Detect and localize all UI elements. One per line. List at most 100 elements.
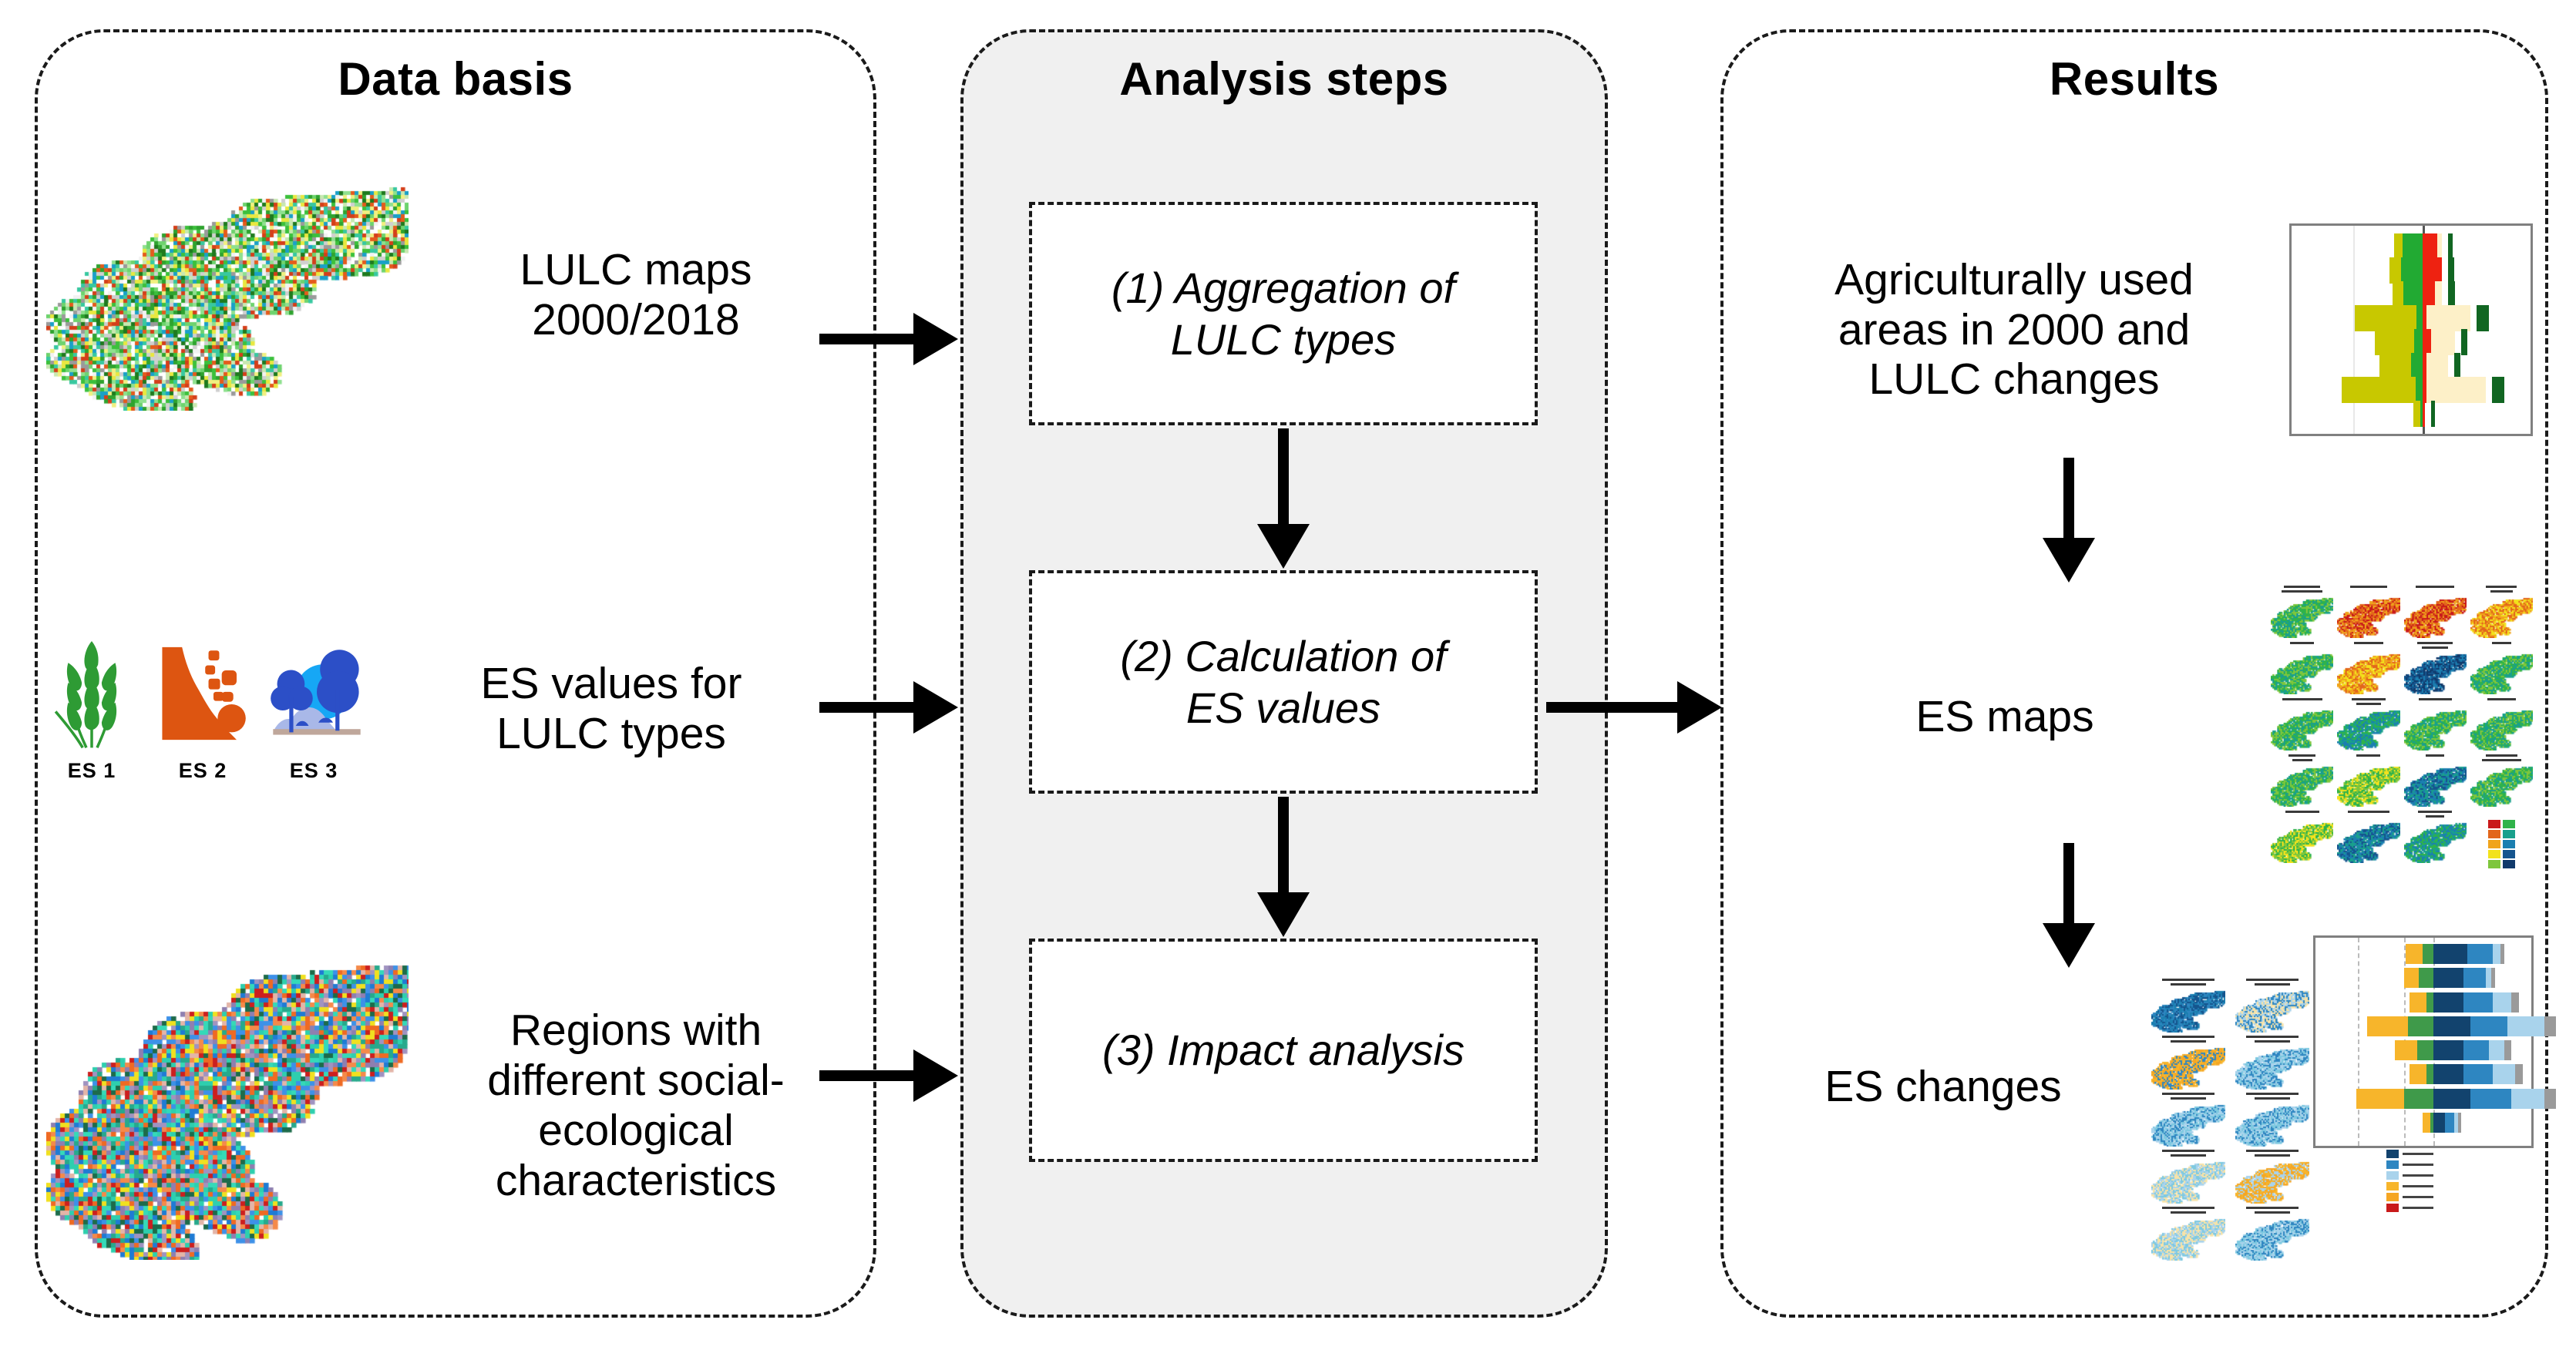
map-title-text [2470,754,2533,765]
legend-swatch [2487,820,2500,828]
es-map-cell [2470,586,2533,638]
result-es-maps-caption: ES maps [1915,691,2094,741]
table-row [2393,281,2443,307]
es-map-cell [2337,586,2400,638]
mini-map [2235,989,2310,1033]
panel-title-data-basis: Data basis [338,53,573,105]
es-map-cell [2337,811,2400,868]
map-title-text [2337,698,2399,709]
es-map-cell [2470,642,2533,694]
bar-segment [2393,281,2404,307]
bar-segment [2493,992,2512,1012]
bar-segment [2389,257,2402,284]
mini-map [2470,765,2533,807]
bar-segment [2492,377,2504,403]
mini-map [2403,653,2467,694]
bar-segment [2423,281,2435,307]
mini-map [2151,1046,2225,1090]
es-map-cell [2337,754,2400,807]
map-title-text [2232,1036,2314,1046]
bar-segment [2463,1040,2490,1060]
bar-segment [2415,377,2423,403]
bar-segment [2463,968,2486,989]
es-change-map-cell [2147,1036,2229,1090]
es-map-cell [2271,754,2334,807]
mini-map [2235,1160,2310,1204]
table-row [2395,1040,2512,1060]
es-change-map-cell [2147,1093,2229,1147]
legend-label-text [2403,1207,2433,1209]
es-change-map-cell [2147,1150,2229,1204]
bar-segment [2394,233,2403,260]
map-title-text [2271,642,2333,653]
legend-swatch [2487,850,2500,858]
map-title-text [2404,642,2467,653]
es-change-map-cell [2232,979,2314,1033]
es-map-cell [2403,586,2467,638]
mini-map [2235,1217,2310,1261]
mini-map [2235,1103,2310,1147]
bar-segment [2477,305,2489,331]
es-map-cell [2271,586,2334,638]
legend-label-text [2403,1164,2433,1166]
bar-segment [2433,1016,2471,1036]
bar-segment [2433,1088,2471,1109]
table-row [2413,401,2426,427]
map-legend [2487,811,2515,868]
analysis-step-3[interactable]: (3) Impact analysis [1029,939,1538,1162]
bar-segment [2410,353,2423,379]
es-change-map-cell [2232,1207,2314,1261]
bar-segment [2493,944,2500,964]
bar-segment [2448,281,2456,307]
bar-segment [2410,992,2426,1012]
legend-swatch [2386,1193,2399,1201]
map-title-text [2147,979,2229,989]
table-row [2354,305,2471,331]
chart-gridline [2357,938,2361,1146]
diverging-bar-chart [2289,223,2533,436]
table-row [2406,944,2504,964]
bar-segment [2453,1112,2458,1133]
es-map-legend [2470,811,2533,868]
bar-segment [2406,944,2423,964]
bar-segment [2433,1064,2463,1085]
bar-segment [2404,968,2420,989]
map-title-text [2470,586,2533,596]
analysis-step-3-label: (3) Impact analysis [1102,1026,1465,1075]
es-icon-set: ES 1 ES 2 [46,636,361,783]
legend-swatch [2502,820,2515,828]
bar-segment [2493,1064,2515,1085]
bar-segment [2402,233,2423,260]
bar-segment [2463,1064,2494,1085]
bar-segment [2401,257,2423,284]
mini-map [2337,596,2400,638]
es-map-grid [2271,586,2533,868]
bar-segment [2544,1016,2556,1036]
bar-segment [2416,305,2423,331]
result-item-es-changes: ES changes [1739,932,2556,1261]
bar-segment [2367,1016,2408,1036]
table-row [2410,1064,2523,1085]
legend-label-text [2403,1185,2433,1187]
map-title-text [2337,811,2399,821]
mini-map [2271,821,2334,863]
bar-segment [2433,944,2467,964]
bar-segment [2395,1040,2417,1060]
es-map-cell [2403,698,2467,751]
es-map-cell [2337,698,2400,751]
mini-map [2271,596,2334,638]
legend-label-text [2403,1153,2433,1155]
mini-map [2151,1160,2225,1204]
legend-swatch [2487,860,2500,868]
map-title-text [2271,754,2333,765]
mini-map [2470,709,2533,751]
bar-segment [2423,377,2426,403]
legend-swatch [2386,1204,2399,1212]
bar-segment [2433,1040,2463,1060]
mini-map [2235,1046,2310,1090]
